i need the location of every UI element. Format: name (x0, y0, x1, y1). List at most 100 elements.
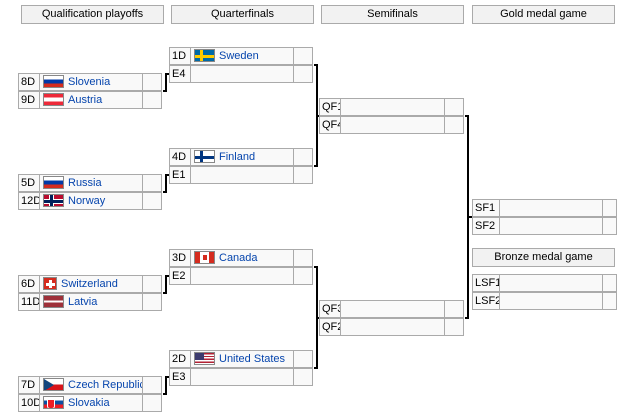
connector-qual-4 (163, 376, 169, 395)
bracket-row-sf-2: QF4 (319, 116, 465, 134)
score-cell (142, 275, 162, 293)
russia-flag-icon (43, 175, 64, 189)
seed-cell: E4 (169, 65, 191, 83)
bracket-row-bronze-1: LSF1 (472, 274, 617, 292)
bracket-row-qf-6: E2 (169, 267, 314, 285)
connector-qual-1 (163, 73, 169, 92)
usa-flag-icon (194, 351, 215, 365)
score-cell (293, 148, 313, 166)
bracket-row-qf-4: E1 (169, 166, 314, 184)
team-cell: Finland (190, 148, 294, 166)
seed-cell: 1D (169, 47, 191, 65)
bracket-row-qf-8: E3 (169, 368, 314, 386)
team-cell: Canada (190, 249, 294, 267)
seed-cell: E2 (169, 267, 191, 285)
seed-cell: SF1 (472, 199, 500, 217)
norway-flag-icon (43, 193, 64, 207)
team-link[interactable]: Switzerland (61, 278, 118, 290)
bracket-row-sf-4: QF2 (319, 318, 465, 336)
bracket-row-qual-4: 12D Norway (18, 192, 163, 210)
score-cell (444, 300, 464, 318)
switzerland-flag-icon (43, 276, 57, 290)
score-cell (444, 98, 464, 116)
score-cell (602, 274, 617, 292)
score-cell (293, 65, 313, 83)
bracket-row-qual-1: 8D Slovenia (18, 73, 163, 91)
team-link[interactable]: Norway (68, 195, 106, 207)
seed-cell: 12D (18, 192, 41, 210)
header-gold-medal-game: Gold medal game (472, 5, 615, 24)
seed-cell: SF2 (472, 217, 500, 235)
seed-cell: 8D (18, 73, 40, 91)
team-link[interactable]: Sweden (219, 50, 259, 62)
header-semifinals: Semifinals (321, 5, 464, 24)
team-cell: Sweden (190, 47, 294, 65)
team-link[interactable]: Canada (219, 252, 258, 264)
score-cell (293, 350, 313, 368)
header-qualification-playoffs: Qualification playoffs (21, 5, 164, 24)
connector-sf (465, 115, 469, 319)
team-link[interactable]: Latvia (68, 296, 98, 308)
team-link[interactable]: Finland (219, 151, 256, 163)
score-cell (444, 318, 464, 336)
bracket-row-qf-7: 2D United States (169, 350, 314, 368)
bracket-row-qf-3: 4D Finland (169, 148, 314, 166)
seed-cell: QF1 (319, 98, 343, 116)
connector-qual-2 (163, 174, 169, 193)
header-bronze-medal-game: Bronze medal game (472, 248, 615, 267)
score-cell (142, 376, 162, 394)
team-cell: Slovakia (39, 394, 143, 412)
bracket-row-sf-3: QF3 (319, 300, 465, 318)
score-cell (142, 174, 162, 192)
czech-flag-icon (43, 377, 64, 391)
team-cell: Switzerland (39, 275, 143, 293)
canada-flag-icon (194, 250, 215, 264)
slovenia-flag-icon (43, 74, 64, 88)
bracket-row-bronze-2: LSF2 (472, 292, 617, 310)
score-cell (602, 199, 617, 217)
score-cell (142, 192, 162, 210)
finland-flag-icon (194, 149, 215, 163)
team-link[interactable]: Slovakia (68, 397, 110, 409)
team-link[interactable]: Austria (68, 94, 103, 106)
connector-qf-1 (314, 64, 318, 167)
team-cell: Austria (39, 91, 143, 109)
team-link[interactable]: Czech Republic (68, 379, 143, 391)
team-link[interactable]: Slovenia (68, 76, 111, 88)
team-cell: Russia (39, 174, 143, 192)
sweden-flag-icon (194, 48, 215, 62)
score-cell (293, 267, 313, 285)
seed-cell: E3 (169, 368, 191, 386)
score-cell (602, 292, 617, 310)
bracket-row-qf-5: 3D Canada (169, 249, 314, 267)
team-link[interactable]: Russia (68, 177, 102, 189)
seed-cell: QF3 (319, 300, 343, 318)
bracket-row-qual-8: 10D Slovakia (18, 394, 163, 412)
bracket-row-qual-6: 11D Latvia (18, 293, 163, 311)
connector-qual-3 (163, 275, 169, 294)
team-cell: United States (190, 350, 294, 368)
bracket-row-qf-2: E4 (169, 65, 314, 83)
seed-cell: E1 (169, 166, 191, 184)
score-cell (293, 47, 313, 65)
seed-cell: 10D (18, 394, 41, 412)
score-cell (602, 217, 617, 235)
score-cell (142, 73, 162, 91)
score-cell (293, 249, 313, 267)
score-cell (142, 91, 162, 109)
header-quarterfinals: Quarterfinals (171, 5, 314, 24)
score-cell (142, 394, 162, 412)
latvia-flag-icon (43, 294, 64, 308)
bracket-row-qf-1: 1D Sweden (169, 47, 314, 65)
team-link[interactable]: United States (219, 353, 286, 365)
austria-flag-icon (43, 92, 64, 106)
score-cell (142, 293, 162, 311)
score-cell (444, 116, 464, 134)
bracket-row-gold-2: SF2 (472, 217, 617, 235)
team-cell: Latvia (39, 293, 143, 311)
seed-cell: LSF1 (472, 274, 501, 292)
bracket-row-qual-2: 9D Austria (18, 91, 163, 109)
bracket-row-gold-1: SF1 (472, 199, 617, 217)
team-cell: Czech Republic (39, 376, 143, 394)
